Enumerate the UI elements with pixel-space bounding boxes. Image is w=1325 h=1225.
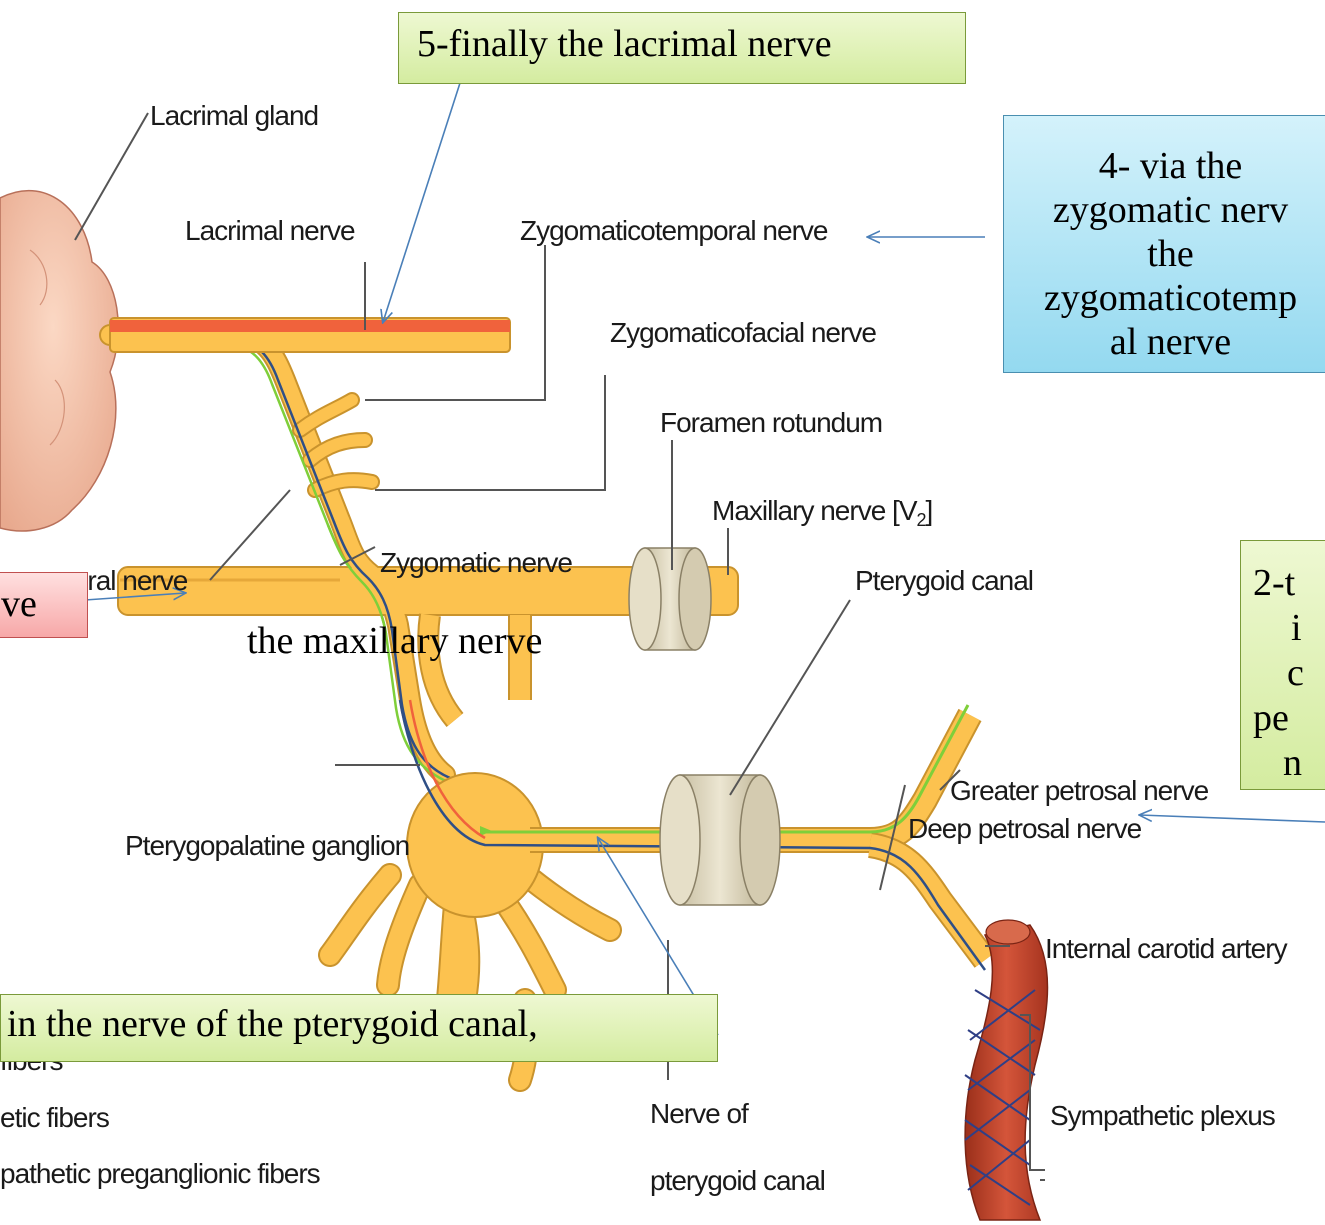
callout-step1-text: ve xyxy=(1,583,37,625)
callout-step4-line-1: 4- via the xyxy=(1004,144,1325,188)
callout-step3-text: in the nerve of the pterygoid canal, xyxy=(7,1003,538,1045)
label-lacrimal-gland: Lacrimal gland xyxy=(150,100,318,131)
label-nerve-of-pterygoid-canal: Nerve of xyxy=(650,1098,749,1129)
overlay-maxillary-nerve: the maxillary nerve xyxy=(247,620,542,662)
label-internal-carotid-artery: Internal carotid artery xyxy=(1045,933,1288,964)
callout-step2-line-2: i xyxy=(1241,606,1325,651)
label-nerve-of-pterygoid-canal-2: pterygoid canal xyxy=(650,1165,825,1196)
lacrimal-nerve xyxy=(110,318,510,352)
pterygoid-canal xyxy=(660,775,780,905)
callout-step2: 2-t i c pe n xyxy=(1240,540,1325,790)
callout-step3: in the nerve of the pterygoid canal, xyxy=(0,994,718,1062)
callout-step5-text: 5-finally the lacrimal nerve xyxy=(417,23,832,65)
foramen-rotundum xyxy=(629,548,711,650)
label-pterygoid-canal: Pterygoid canal xyxy=(855,565,1033,596)
callout-step4-line-4: zygomaticotemp xyxy=(1004,276,1325,320)
label-zygomatic-nerve: Zygomatic nerve xyxy=(380,547,572,578)
callout-step4-line-5: al nerve xyxy=(1004,320,1325,364)
callout-step1: ve xyxy=(0,572,88,638)
label-zygomaticofacial-nerve: Zygomaticofacial nerve xyxy=(610,317,876,348)
label-maxillary-nerve: Maxillary nerve [V2] xyxy=(712,495,932,530)
label-deep-petrosal-nerve: Deep petrosal nerve xyxy=(908,813,1142,844)
label-pterygopalatine-ganglion: Pterygopalatine ganglion xyxy=(125,830,409,861)
callout-step4: 4- via the zygomatic nerv the zygomatico… xyxy=(1003,115,1325,373)
lacrimal-gland xyxy=(0,191,118,531)
callout-step4-line-3: the xyxy=(1004,232,1325,276)
callout-step2-line-4: pe xyxy=(1241,696,1325,741)
legend-line-3: pathetic preganglionic fibers xyxy=(0,1158,320,1189)
callout-step2-line-5: n xyxy=(1241,741,1325,786)
label-foramen-rotundum: Foramen rotundum xyxy=(660,407,882,438)
label-lacrimal-nerve: Lacrimal nerve xyxy=(185,215,355,246)
callout-step5: 5-finally the lacrimal nerve xyxy=(398,12,966,84)
callout-step2-line-1: 2-t xyxy=(1241,561,1325,606)
callout-step4-line-2: zygomatic nerv xyxy=(1004,188,1325,232)
label-greater-petrosal-nerve: Greater petrosal nerve xyxy=(950,775,1209,806)
callout-step2-line-3: c xyxy=(1241,651,1325,696)
label-sympathetic-plexus: Sympathetic plexus xyxy=(1050,1100,1275,1131)
legend-line-2: etic fibers xyxy=(0,1102,109,1133)
label-zygomaticotemporal-nerve: Zygomaticotemporal nerve xyxy=(520,215,828,246)
